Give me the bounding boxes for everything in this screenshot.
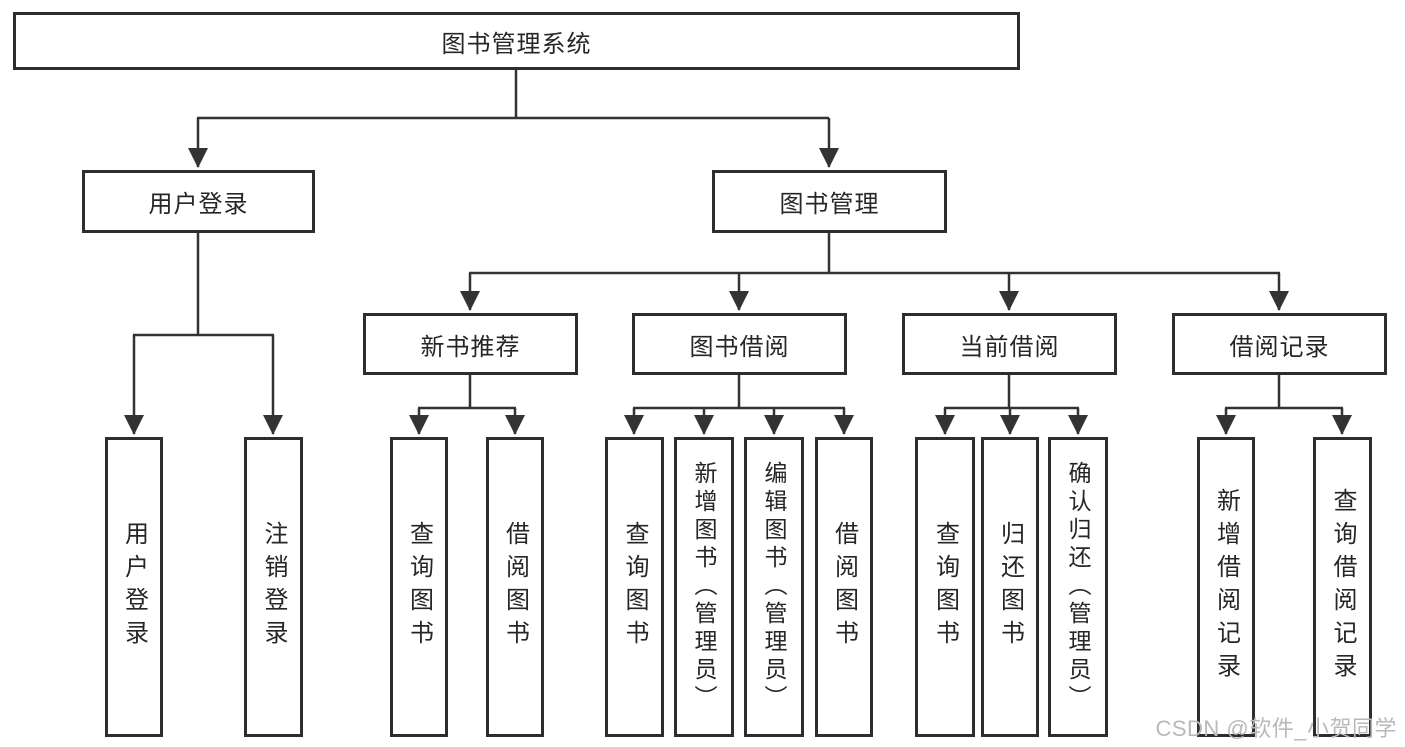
node-library-management-system: 图书管理系统: [13, 12, 1020, 70]
leaf-label: 查询图书: [621, 521, 648, 653]
node-label: 新书推荐: [420, 333, 521, 361]
leaf-query-borrow-record: 查询借阅记录: [1313, 437, 1372, 737]
node-label: 当前借阅: [959, 333, 1060, 361]
leaf-add-borrow-record: 新增借阅记录: [1197, 437, 1255, 737]
leaf-query-books-recommend: 查询图书: [390, 437, 448, 737]
leaf-label: 查询图书: [405, 521, 433, 653]
leaf-add-book-admin: 新增图书（管理员）: [674, 437, 734, 737]
leaf-label: 借阅图书: [830, 521, 858, 653]
leaf-label: 用户登录: [120, 521, 148, 653]
leaf-confirm-return-admin: 确认归还（管理员）: [1048, 437, 1108, 737]
leaf-label: 注销登录: [260, 521, 287, 653]
leaf-borrow-books-recommend: 借阅图书: [486, 437, 544, 737]
leaf-label: 新增借阅记录: [1212, 488, 1240, 686]
node-book-borrow: 图书借阅: [632, 313, 847, 375]
node-label: 图书借阅: [689, 333, 790, 361]
leaf-borrow-books: 借阅图书: [815, 437, 873, 737]
leaf-logout: 注销登录: [244, 437, 303, 737]
leaf-label: 新增图书（管理员）: [691, 461, 717, 713]
leaf-user-login: 用户登录: [105, 437, 163, 737]
leaf-label: 查询借阅记录: [1329, 488, 1356, 686]
node-borrow-records: 借阅记录: [1172, 313, 1387, 375]
leaf-query-books-borrow: 查询图书: [605, 437, 664, 737]
node-current-borrow: 当前借阅: [902, 313, 1117, 375]
leaf-label: 归还图书: [996, 521, 1024, 653]
node-book-management: 图书管理: [712, 170, 947, 233]
csdn-watermark: CSDN @软件_小贺同学: [1155, 716, 1397, 741]
node-label: 图书管理: [779, 191, 880, 218]
leaf-edit-book-admin: 编辑图书（管理员）: [744, 437, 804, 737]
leaf-label: 确认归还（管理员）: [1065, 461, 1091, 713]
leaf-query-books-current: 查询图书: [915, 437, 975, 737]
node-label: 借阅记录: [1229, 333, 1330, 361]
leaf-label: 查询图书: [931, 521, 959, 653]
leaf-return-book: 归还图书: [981, 437, 1039, 737]
node-new-book-recommend: 新书推荐: [363, 313, 578, 375]
node-label: 图书管理系统: [441, 30, 592, 58]
node-user-login: 用户登录: [82, 170, 315, 233]
leaf-label: 借阅图书: [501, 521, 529, 653]
leaf-label: 编辑图书（管理员）: [761, 461, 787, 713]
node-label: 用户登录: [148, 191, 249, 218]
